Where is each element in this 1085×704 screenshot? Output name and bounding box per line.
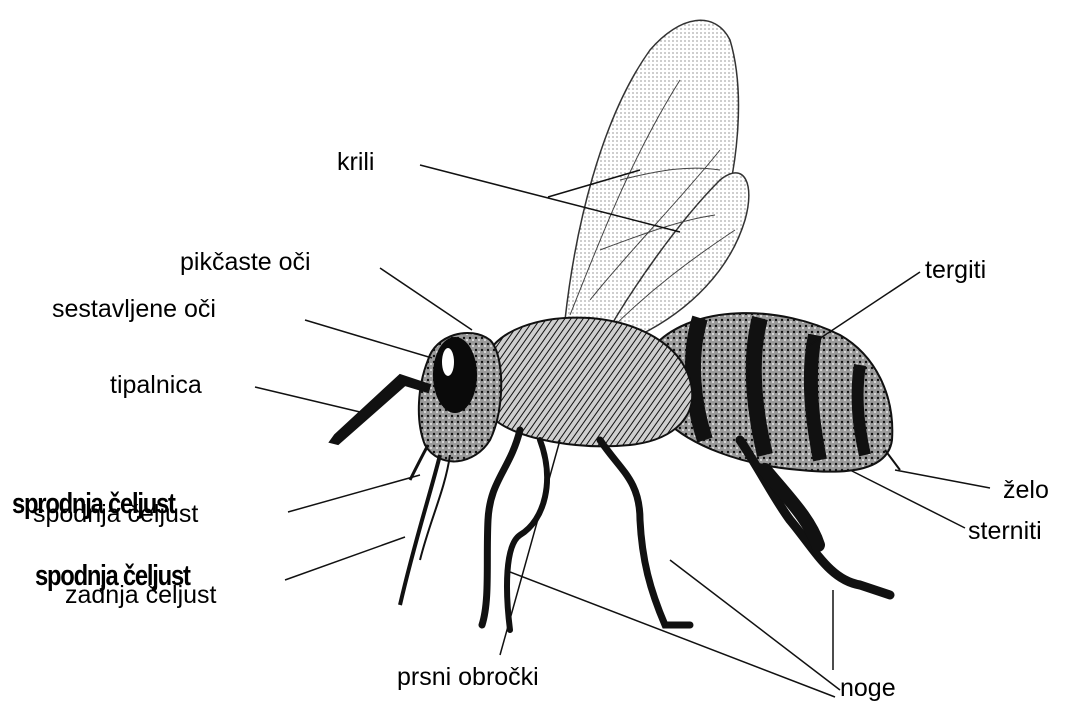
thorax: [481, 318, 692, 447]
label-tergiti: tergiti: [925, 258, 986, 283]
tergite-stripe-4: [858, 365, 865, 455]
leader-sterniti: [850, 470, 965, 528]
wing-group: [565, 20, 749, 345]
front-leg-2: [507, 440, 547, 630]
antenna: [330, 375, 430, 444]
label-noge: noge: [840, 676, 896, 701]
leader-noge-1: [505, 570, 835, 697]
eye-highlight: [442, 348, 454, 376]
label-sestavljene-oci: sestavljene oči: [52, 297, 216, 322]
thorax-group: [481, 318, 692, 447]
stinger: [885, 450, 900, 470]
label-krili: krili: [337, 150, 375, 175]
leader-zelo: [895, 470, 990, 488]
hind-leg-basket: [765, 470, 818, 545]
leader-sprodnja: [288, 475, 420, 512]
leader-noge-2: [670, 560, 840, 690]
leader-tipalnica: [255, 387, 360, 412]
leader-zadnja: [285, 537, 405, 580]
front-leg: [482, 430, 520, 625]
label-prsni-obrocki: prsni obročki: [397, 665, 539, 690]
label-sterniti: sterniti: [968, 519, 1042, 544]
mouthparts: [400, 445, 450, 605]
compound-eye: [433, 337, 477, 413]
label-sprodnja-celjust: sprodnja čeljust: [12, 490, 175, 519]
leader-sestavljene: [305, 320, 432, 358]
label-zelo: želo: [1003, 478, 1049, 503]
leader-tergiti: [810, 272, 920, 345]
leader-pikcaste: [380, 268, 472, 330]
head-group: [419, 333, 501, 461]
label-spodnja-celjust: spodnja čeljust: [35, 562, 190, 591]
label-pikcaste-oci: pikčaste oči: [180, 250, 311, 275]
middle-leg: [600, 440, 690, 625]
label-tipalnica: tipalnica: [110, 373, 202, 398]
